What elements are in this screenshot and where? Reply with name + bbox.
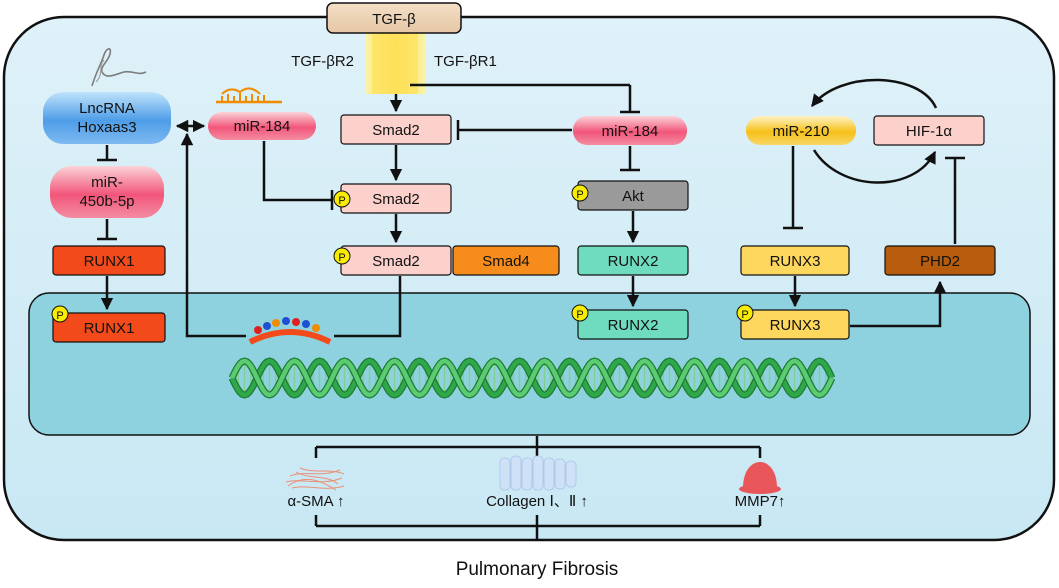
fiber-bundle-icon xyxy=(285,467,345,491)
smad4-node xyxy=(452,245,560,276)
akt-label: Akt xyxy=(622,188,645,205)
phospho-badge-icon xyxy=(333,247,351,265)
runx3-label: RUNX3 xyxy=(770,253,821,270)
tgf-beta-receptor: TGF-β TGF-βR2 TGF-βR1 xyxy=(291,2,497,94)
runx2-phospho-label: RUNX2 xyxy=(608,317,659,334)
phospho-label: P xyxy=(576,189,583,201)
inhibit-edge xyxy=(262,141,332,202)
smad2-complex-label: Smad2 xyxy=(372,253,420,270)
mir-184-right-node xyxy=(573,116,687,145)
nucleus xyxy=(28,292,1031,436)
mir450-label-line1: miR- xyxy=(91,174,123,191)
tgf-beta-ligand xyxy=(326,2,462,34)
lncrna-label-line1: LncRNA xyxy=(79,100,135,117)
phospho-label: P xyxy=(741,309,748,321)
tgf-beta-label: TGF-β xyxy=(372,11,416,28)
phd2-label: PHD2 xyxy=(920,253,960,270)
smad2-phospho-label: Smad2 xyxy=(372,191,420,208)
mir210-label: miR-210 xyxy=(773,123,830,140)
feedback-edge xyxy=(180,132,246,338)
dna-helix-icon xyxy=(228,357,836,399)
mir450-label-line2: 450b-5p xyxy=(79,193,134,210)
hif1a-label: HIF-1α xyxy=(906,123,953,140)
feedback-loop-edge xyxy=(811,78,938,109)
mir-450b-5p-node xyxy=(50,166,164,218)
activate-edge xyxy=(850,280,947,328)
phospho-badge-icon xyxy=(736,304,754,322)
runx3-phospho-label: RUNX3 xyxy=(770,317,821,334)
runx1-phospho-label: RUNX1 xyxy=(84,320,135,337)
alpha-sma-label: α-SMA ↑ xyxy=(287,493,344,510)
figure-title: Pulmonary Fibrosis xyxy=(456,559,619,580)
collagen-label: Collagen Ⅰ、Ⅱ ↑ xyxy=(486,493,588,510)
runx2-label: RUNX2 xyxy=(608,253,659,270)
runx1-phospho-node xyxy=(52,312,166,343)
mirna-hairpin-icon xyxy=(216,87,282,104)
mir184-left-label: miR-184 xyxy=(234,118,291,135)
runx3-phospho-node xyxy=(740,309,850,340)
phospho-label: P xyxy=(338,252,345,264)
feedback-loop-edge xyxy=(812,149,937,184)
phospho-label: P xyxy=(338,195,345,207)
mir184-right-label: miR-184 xyxy=(602,123,659,140)
lncrna-label-line2: Hoxaas3 xyxy=(77,119,136,136)
lncrna-hoxaas3-node xyxy=(43,92,171,144)
mir-184-left-node xyxy=(208,112,316,140)
phospho-badge-icon xyxy=(571,184,589,202)
phospho-badge-icon xyxy=(51,305,69,323)
tgf-beta-r2-label: TGF-βR2 xyxy=(291,53,354,70)
mmp7-label: MMP7↑ xyxy=(735,493,786,510)
mmp7-protein-icon xyxy=(739,462,781,494)
transcription-complex-icon xyxy=(248,317,332,345)
smad2-node xyxy=(340,114,452,145)
phospho-badge-icon xyxy=(571,304,589,322)
phospho-label: P xyxy=(56,310,63,322)
smad4-label: Smad4 xyxy=(482,253,530,270)
dna-strand xyxy=(229,358,835,398)
phd2-node xyxy=(884,245,996,276)
collagen-fiber-icon xyxy=(499,455,577,491)
runx1-label: RUNX1 xyxy=(84,253,135,270)
runx3-node xyxy=(740,245,850,276)
phospho-label: P xyxy=(576,309,583,321)
smad2-label: Smad2 xyxy=(372,122,420,139)
mir-210-node xyxy=(746,116,856,145)
runx2-phospho-node xyxy=(577,309,689,340)
runx1-node xyxy=(52,245,166,276)
runx2-node xyxy=(577,245,689,276)
phospho-badge-icon xyxy=(333,190,351,208)
tgf-beta-r1-label: TGF-βR1 xyxy=(434,53,497,70)
lncrna-strand-icon xyxy=(91,48,147,87)
hif-1a-node xyxy=(873,115,985,146)
nuclear-edge xyxy=(334,276,402,338)
